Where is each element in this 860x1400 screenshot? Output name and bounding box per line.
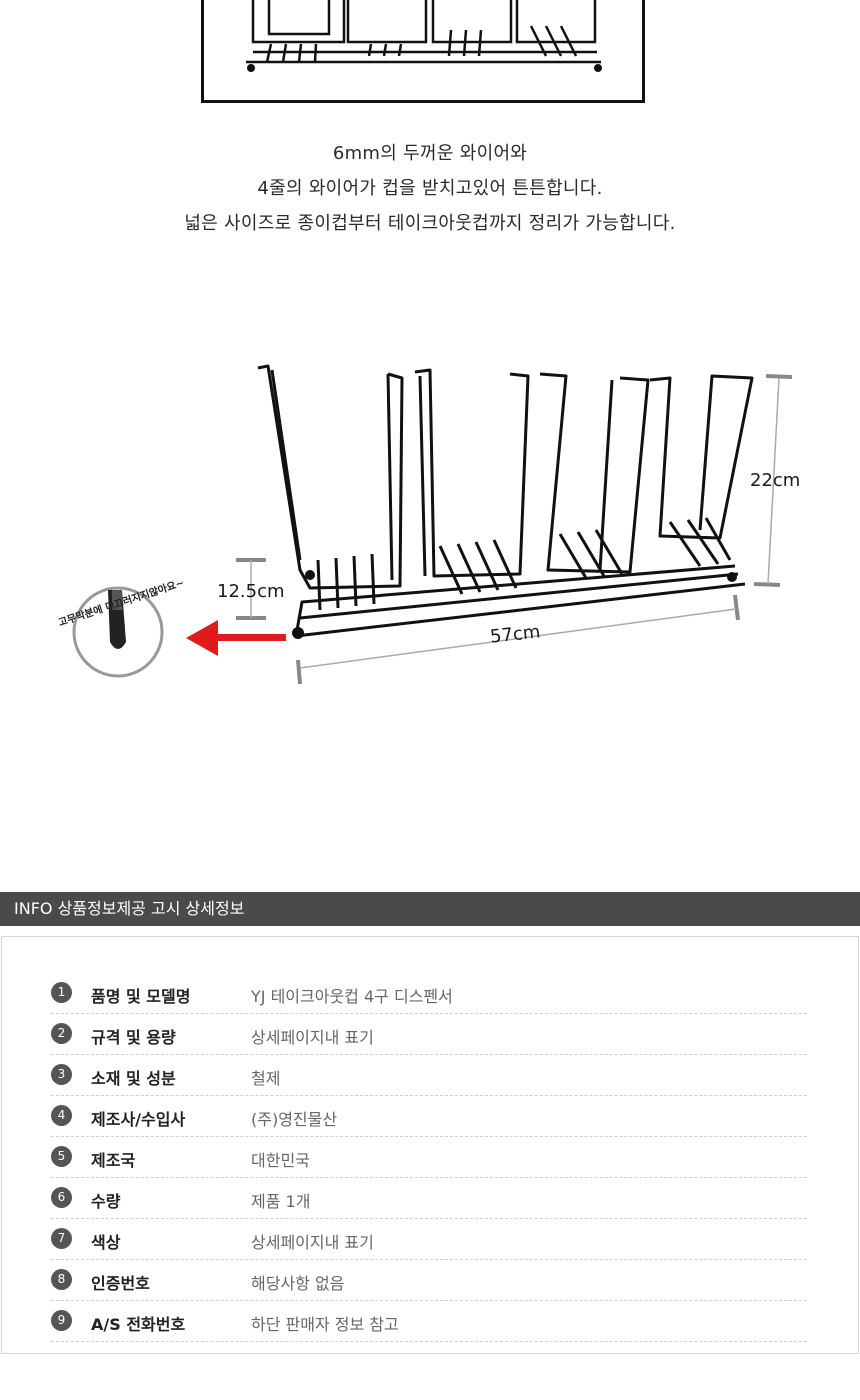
row-value: 해당사항 없음 <box>251 1274 345 1293</box>
table-row: 6 수량 제품 1개 <box>51 1178 807 1219</box>
row-label: 색상 <box>91 1233 121 1252</box>
row-label: 제조국 <box>91 1151 136 1170</box>
row-number: 9 <box>51 1310 72 1331</box>
row-value: 제품 1개 <box>251 1192 311 1211</box>
row-label: 수량 <box>91 1192 121 1211</box>
description-line-1: 6mm의 두꺼운 와이어와 <box>332 143 528 164</box>
row-number: 8 <box>51 1269 72 1290</box>
description-line-2: 4줄의 와이어가 컵을 받치고있어 튼튼합니다. <box>257 178 603 199</box>
table-row: 5 제조국 대한민국 <box>51 1137 807 1178</box>
row-value: YJ 테이크아웃컵 4구 디스펜서 <box>251 987 453 1006</box>
row-number: 4 <box>51 1105 72 1126</box>
row-label: 품명 및 모델명 <box>91 987 191 1006</box>
row-number: 5 <box>51 1146 72 1167</box>
height-label: 22cm <box>750 470 801 491</box>
info-title-bar: INFO 상품정보제공 고시 상세정보 <box>0 892 860 926</box>
row-number: 7 <box>51 1228 72 1249</box>
table-row: 1 품명 및 모델명 YJ 테이크아웃컵 4구 디스펜서 <box>51 973 807 1014</box>
row-value: (주)영진물산 <box>251 1110 338 1129</box>
table-row: 9 A/S 전화번호 하단 판매자 정보 참고 <box>51 1301 807 1342</box>
row-label: 제조사/수입사 <box>91 1110 186 1129</box>
table-row: 7 색상 상세페이지내 표기 <box>51 1219 807 1260</box>
row-number: 3 <box>51 1064 72 1085</box>
top-product-image <box>201 0 645 103</box>
row-value: 철제 <box>251 1069 281 1088</box>
row-label: 규격 및 용량 <box>91 1028 176 1047</box>
row-value: 대한민국 <box>251 1151 310 1170</box>
row-value: 하단 판매자 정보 참고 <box>251 1315 399 1334</box>
rack-bottom-illustration <box>246 0 602 72</box>
row-label: 소재 및 성분 <box>91 1069 176 1088</box>
table-row: 4 제조사/수입사 (주)영진물산 <box>51 1096 807 1137</box>
table-row: 3 소재 및 성분 철제 <box>51 1055 807 1096</box>
row-number: 1 <box>51 982 72 1003</box>
row-number: 2 <box>51 1023 72 1044</box>
description-line-3: 넓은 사이즈로 종이컵부터 테이크아웃컵까지 정리가 가능합니다. <box>184 213 676 234</box>
info-table: 1 품명 및 모델명 YJ 테이크아웃컵 4구 디스펜서 2 규격 및 용량 상… <box>1 936 859 1354</box>
row-label: 인증번호 <box>91 1274 150 1293</box>
rack-dimension-illustration <box>72 364 793 685</box>
base-height-label: 12.5cm <box>217 581 285 602</box>
table-row: 8 인증번호 해당사항 없음 <box>51 1260 807 1301</box>
row-value: 상세페이지내 표기 <box>251 1233 374 1252</box>
row-number: 6 <box>51 1187 72 1208</box>
row-label: A/S 전화번호 <box>91 1315 186 1334</box>
table-row: 2 규격 및 용량 상세페이지내 표기 <box>51 1014 807 1055</box>
row-value: 상세페이지내 표기 <box>251 1028 374 1047</box>
